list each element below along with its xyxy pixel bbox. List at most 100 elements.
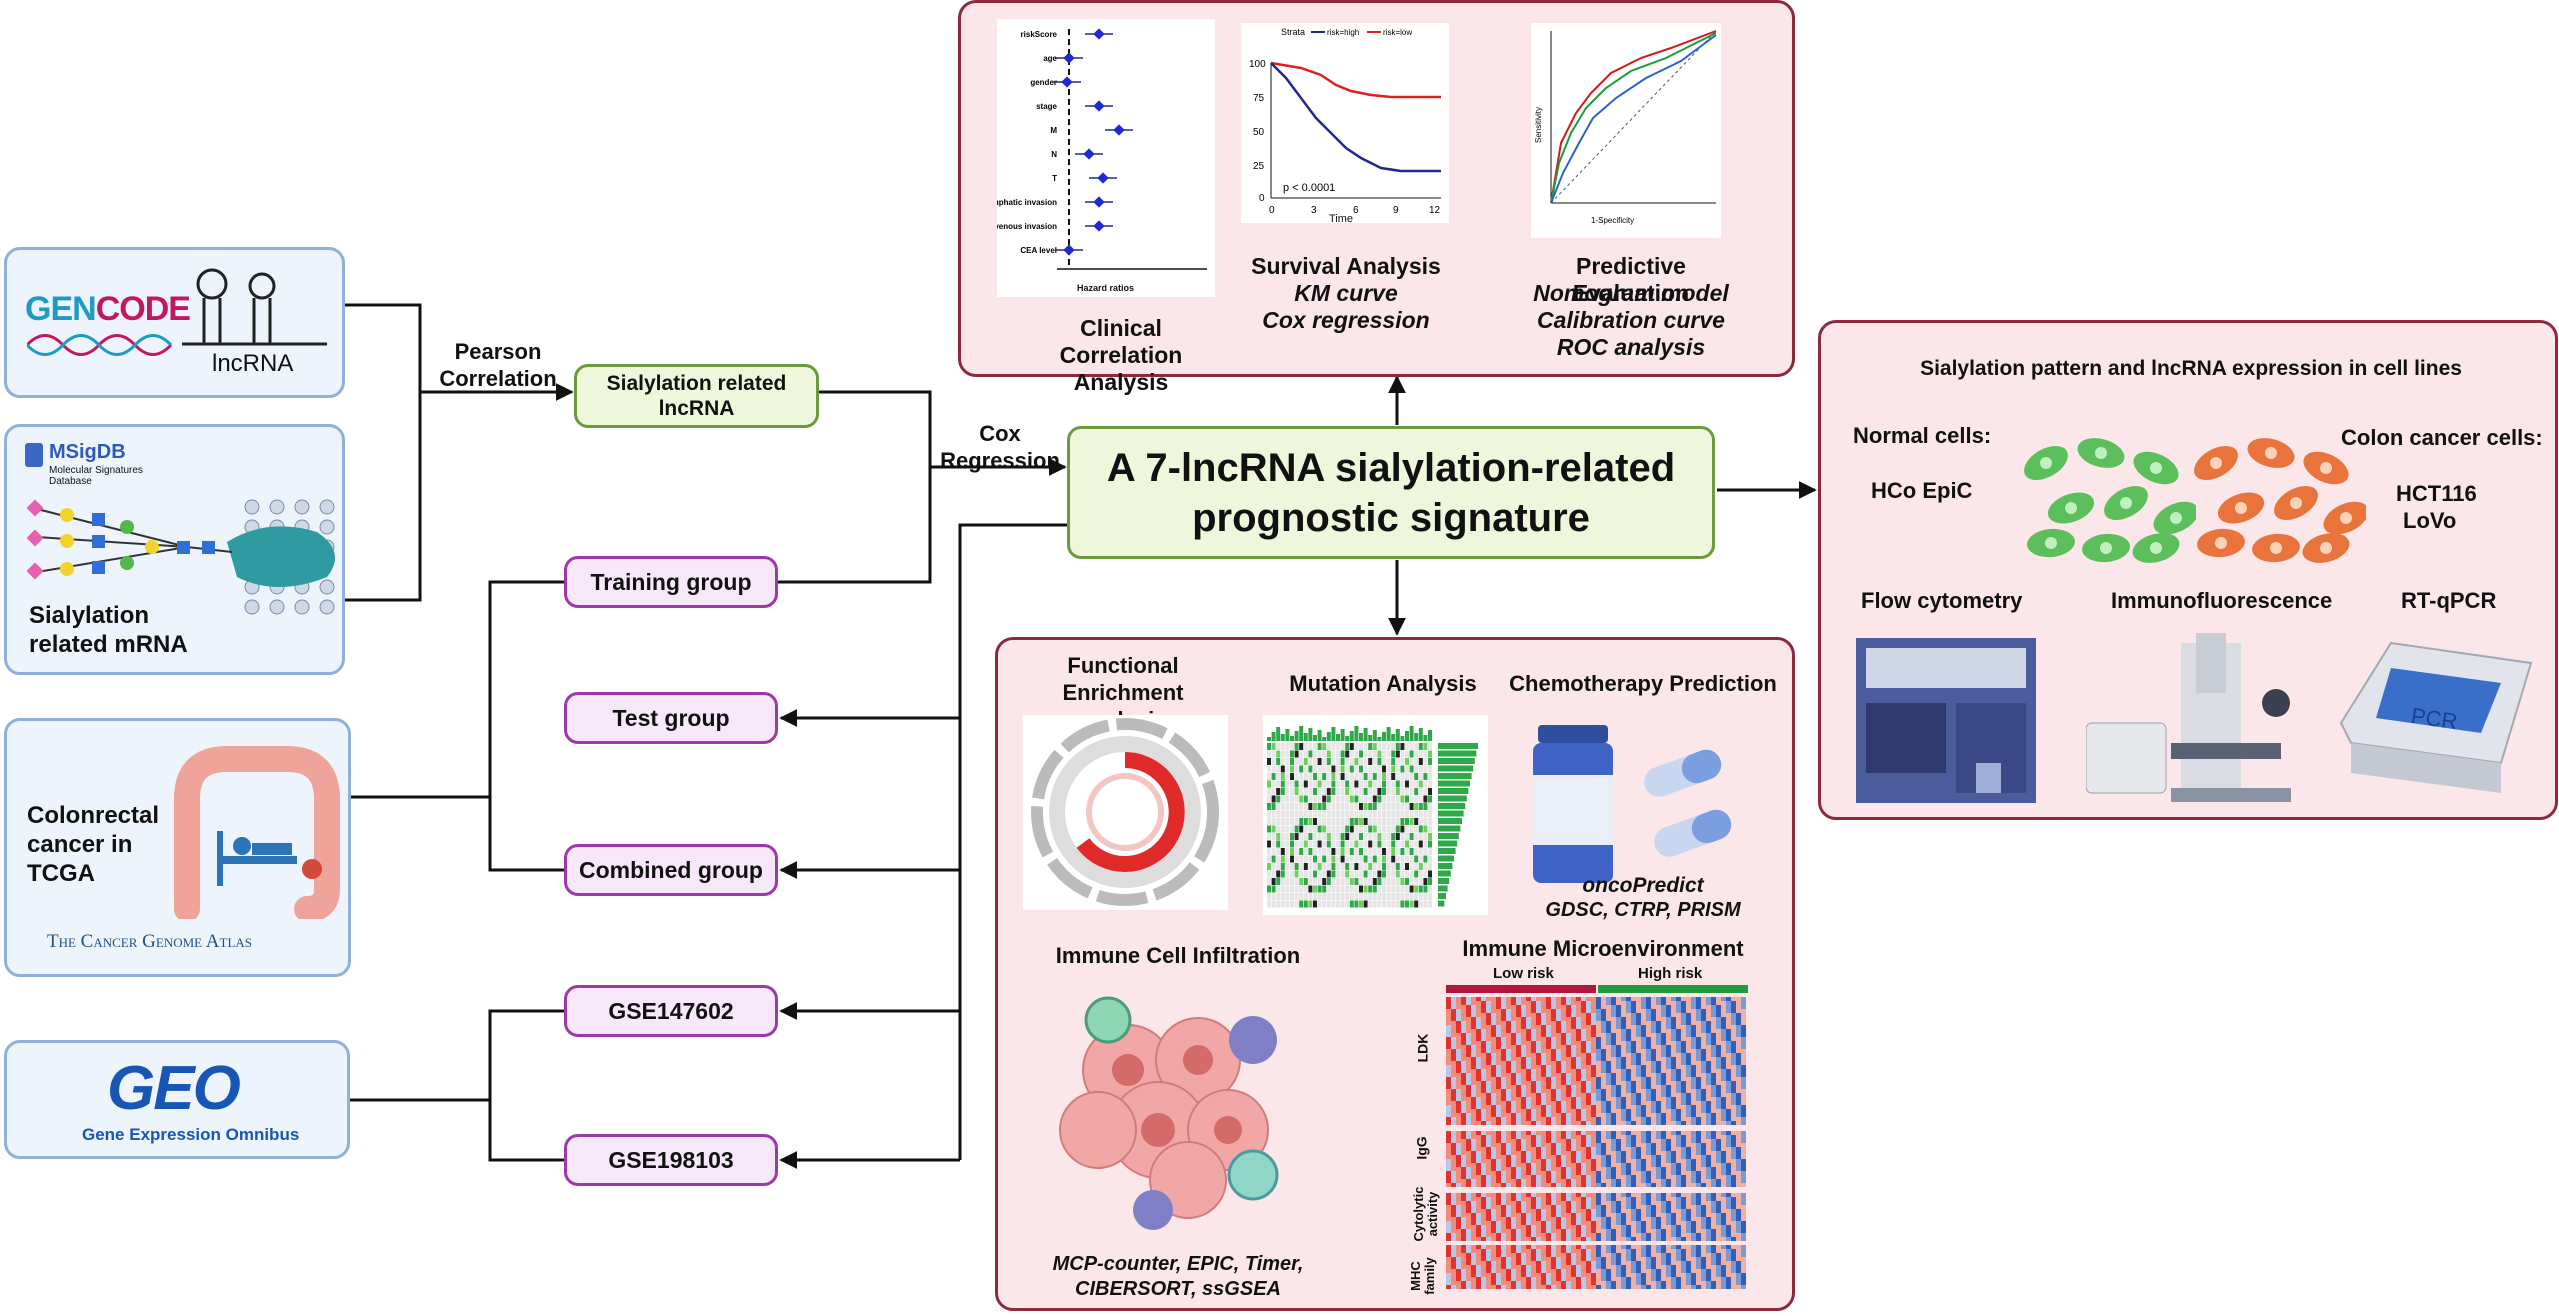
heatmap-cell	[1556, 1025, 1561, 1029]
heatmap-cell	[1501, 1209, 1506, 1213]
heatmap-cell	[1591, 1163, 1596, 1167]
heatmap-cell	[1556, 1085, 1561, 1089]
heatmap-cell	[1486, 1049, 1491, 1053]
heatmap-cell	[1456, 1197, 1461, 1201]
heatmap-cell	[1691, 1101, 1696, 1105]
heatmap-cell	[1451, 1013, 1456, 1017]
heatmap-cell	[1731, 1197, 1736, 1201]
heatmap-cell	[1501, 1135, 1506, 1139]
heatmap-cell	[1721, 1147, 1726, 1151]
heatmap-cell	[1481, 1265, 1486, 1269]
heatmap-cell	[1711, 1113, 1716, 1117]
heatmap-cell	[1566, 1135, 1571, 1139]
heatmap-cell	[1571, 1163, 1576, 1167]
heatmap-cell	[1481, 1021, 1486, 1025]
heatmap-cell	[1656, 1001, 1661, 1005]
heatmap-cell	[1701, 1147, 1706, 1151]
heatmap-cell	[1641, 1269, 1646, 1273]
heatmap-cell	[1591, 1257, 1596, 1261]
heatmap-cell	[1611, 1233, 1616, 1237]
heatmap-cell	[1696, 1001, 1701, 1005]
heatmap-cell	[1601, 1001, 1606, 1005]
heatmap-cell	[1486, 1233, 1491, 1237]
onco-cell	[1349, 833, 1354, 840]
heatmap-cell	[1591, 1077, 1596, 1081]
heatmap-cell	[1526, 1257, 1531, 1261]
onco-cell	[1382, 773, 1386, 780]
heatmap-cell	[1736, 1001, 1741, 1005]
heatmap-cell	[1656, 1171, 1661, 1175]
onco-cell	[1313, 743, 1317, 750]
heatmap-cell	[1681, 1109, 1686, 1113]
heatmap-cell	[1616, 997, 1621, 1001]
heatmap-cell	[1531, 1135, 1536, 1139]
onco-cell	[1313, 758, 1317, 765]
onco-cell	[1363, 758, 1368, 765]
heatmap-cell	[1581, 1265, 1586, 1269]
heatmap-cell	[1736, 1179, 1741, 1183]
heatmap-cell	[1606, 1049, 1611, 1053]
heatmap-cell	[1491, 1057, 1496, 1061]
heatmap-cell	[1506, 1049, 1511, 1053]
onco-cell	[1428, 863, 1432, 870]
onco-cell	[1267, 810, 1271, 818]
heatmap-cell	[1611, 1025, 1616, 1029]
heatmap-cell	[1631, 1143, 1636, 1147]
heatmap-cell	[1676, 1151, 1681, 1155]
heatmap-cell	[1686, 1105, 1691, 1109]
heatmap-cell	[1476, 1017, 1481, 1021]
heatmap-cell	[1741, 1217, 1746, 1221]
onco-freq-bar	[1438, 833, 1459, 839]
heatmap-cell	[1661, 1093, 1666, 1097]
heatmap-cell	[1696, 1053, 1701, 1057]
heatmap-cell	[1486, 1179, 1491, 1183]
heatmap-cell	[1721, 1065, 1726, 1069]
heatmap-cell	[1521, 1081, 1526, 1085]
heatmap-cell	[1481, 1201, 1486, 1205]
heatmap-cell	[1451, 1021, 1456, 1025]
heatmap-cell	[1606, 1109, 1611, 1113]
onco-cell	[1354, 758, 1359, 765]
heatmap-cell	[1541, 1257, 1546, 1261]
heatmap-cell	[1486, 1257, 1491, 1261]
heatmap-cell	[1501, 1147, 1506, 1151]
heatmap-cell	[1546, 1159, 1551, 1163]
heatmap-cell	[1446, 1197, 1451, 1201]
onco-cell	[1409, 780, 1414, 788]
heatmap-cell	[1526, 1081, 1531, 1085]
heatmap-cell	[1576, 1113, 1581, 1117]
km-xtick-0: 0	[1269, 205, 1275, 216]
heatmap-cell	[1511, 1225, 1516, 1229]
heatmap-cell	[1676, 1257, 1681, 1261]
onco-tmb-bar	[1414, 733, 1419, 741]
heatmap-cell	[1476, 1101, 1481, 1105]
heatmap-cell	[1536, 1105, 1541, 1109]
heatmap-cell	[1446, 997, 1451, 1001]
heatmap-cell	[1541, 1233, 1546, 1237]
onco-cell	[1409, 810, 1414, 818]
heatmap-cell	[1506, 1037, 1511, 1041]
heatmap-cell	[1621, 1029, 1626, 1033]
heatmap-cell	[1516, 1209, 1521, 1213]
heatmap-cell	[1601, 1041, 1606, 1045]
heatmap-cell	[1571, 1209, 1576, 1213]
predictive-item-nomogram: Nomogram model	[1533, 280, 1729, 306]
heatmap-cell	[1696, 1183, 1701, 1187]
heatmap-cell	[1566, 1109, 1571, 1113]
heatmap-cell	[1466, 1233, 1471, 1237]
heatmap-cell	[1711, 1001, 1716, 1005]
heatmap-cell	[1706, 1171, 1711, 1175]
heatmap-cell	[1496, 1209, 1501, 1213]
heatmap-cell	[1601, 1101, 1606, 1105]
onco-cell	[1386, 810, 1391, 818]
signature-text: A 7-lncRNA sialylation-related prognosti…	[1106, 445, 1676, 540]
heatmap-cell	[1666, 1025, 1671, 1029]
heatmap-cell	[1661, 1147, 1666, 1151]
heatmap-cell	[1451, 1217, 1456, 1221]
heatmap-cell	[1666, 1201, 1671, 1205]
onco-freq-bar	[1438, 773, 1472, 779]
onco-cell	[1400, 765, 1405, 773]
heatmap-cell	[1681, 1183, 1686, 1187]
heatmap-cell	[1476, 1041, 1481, 1045]
heatmap-cell	[1691, 1135, 1696, 1139]
